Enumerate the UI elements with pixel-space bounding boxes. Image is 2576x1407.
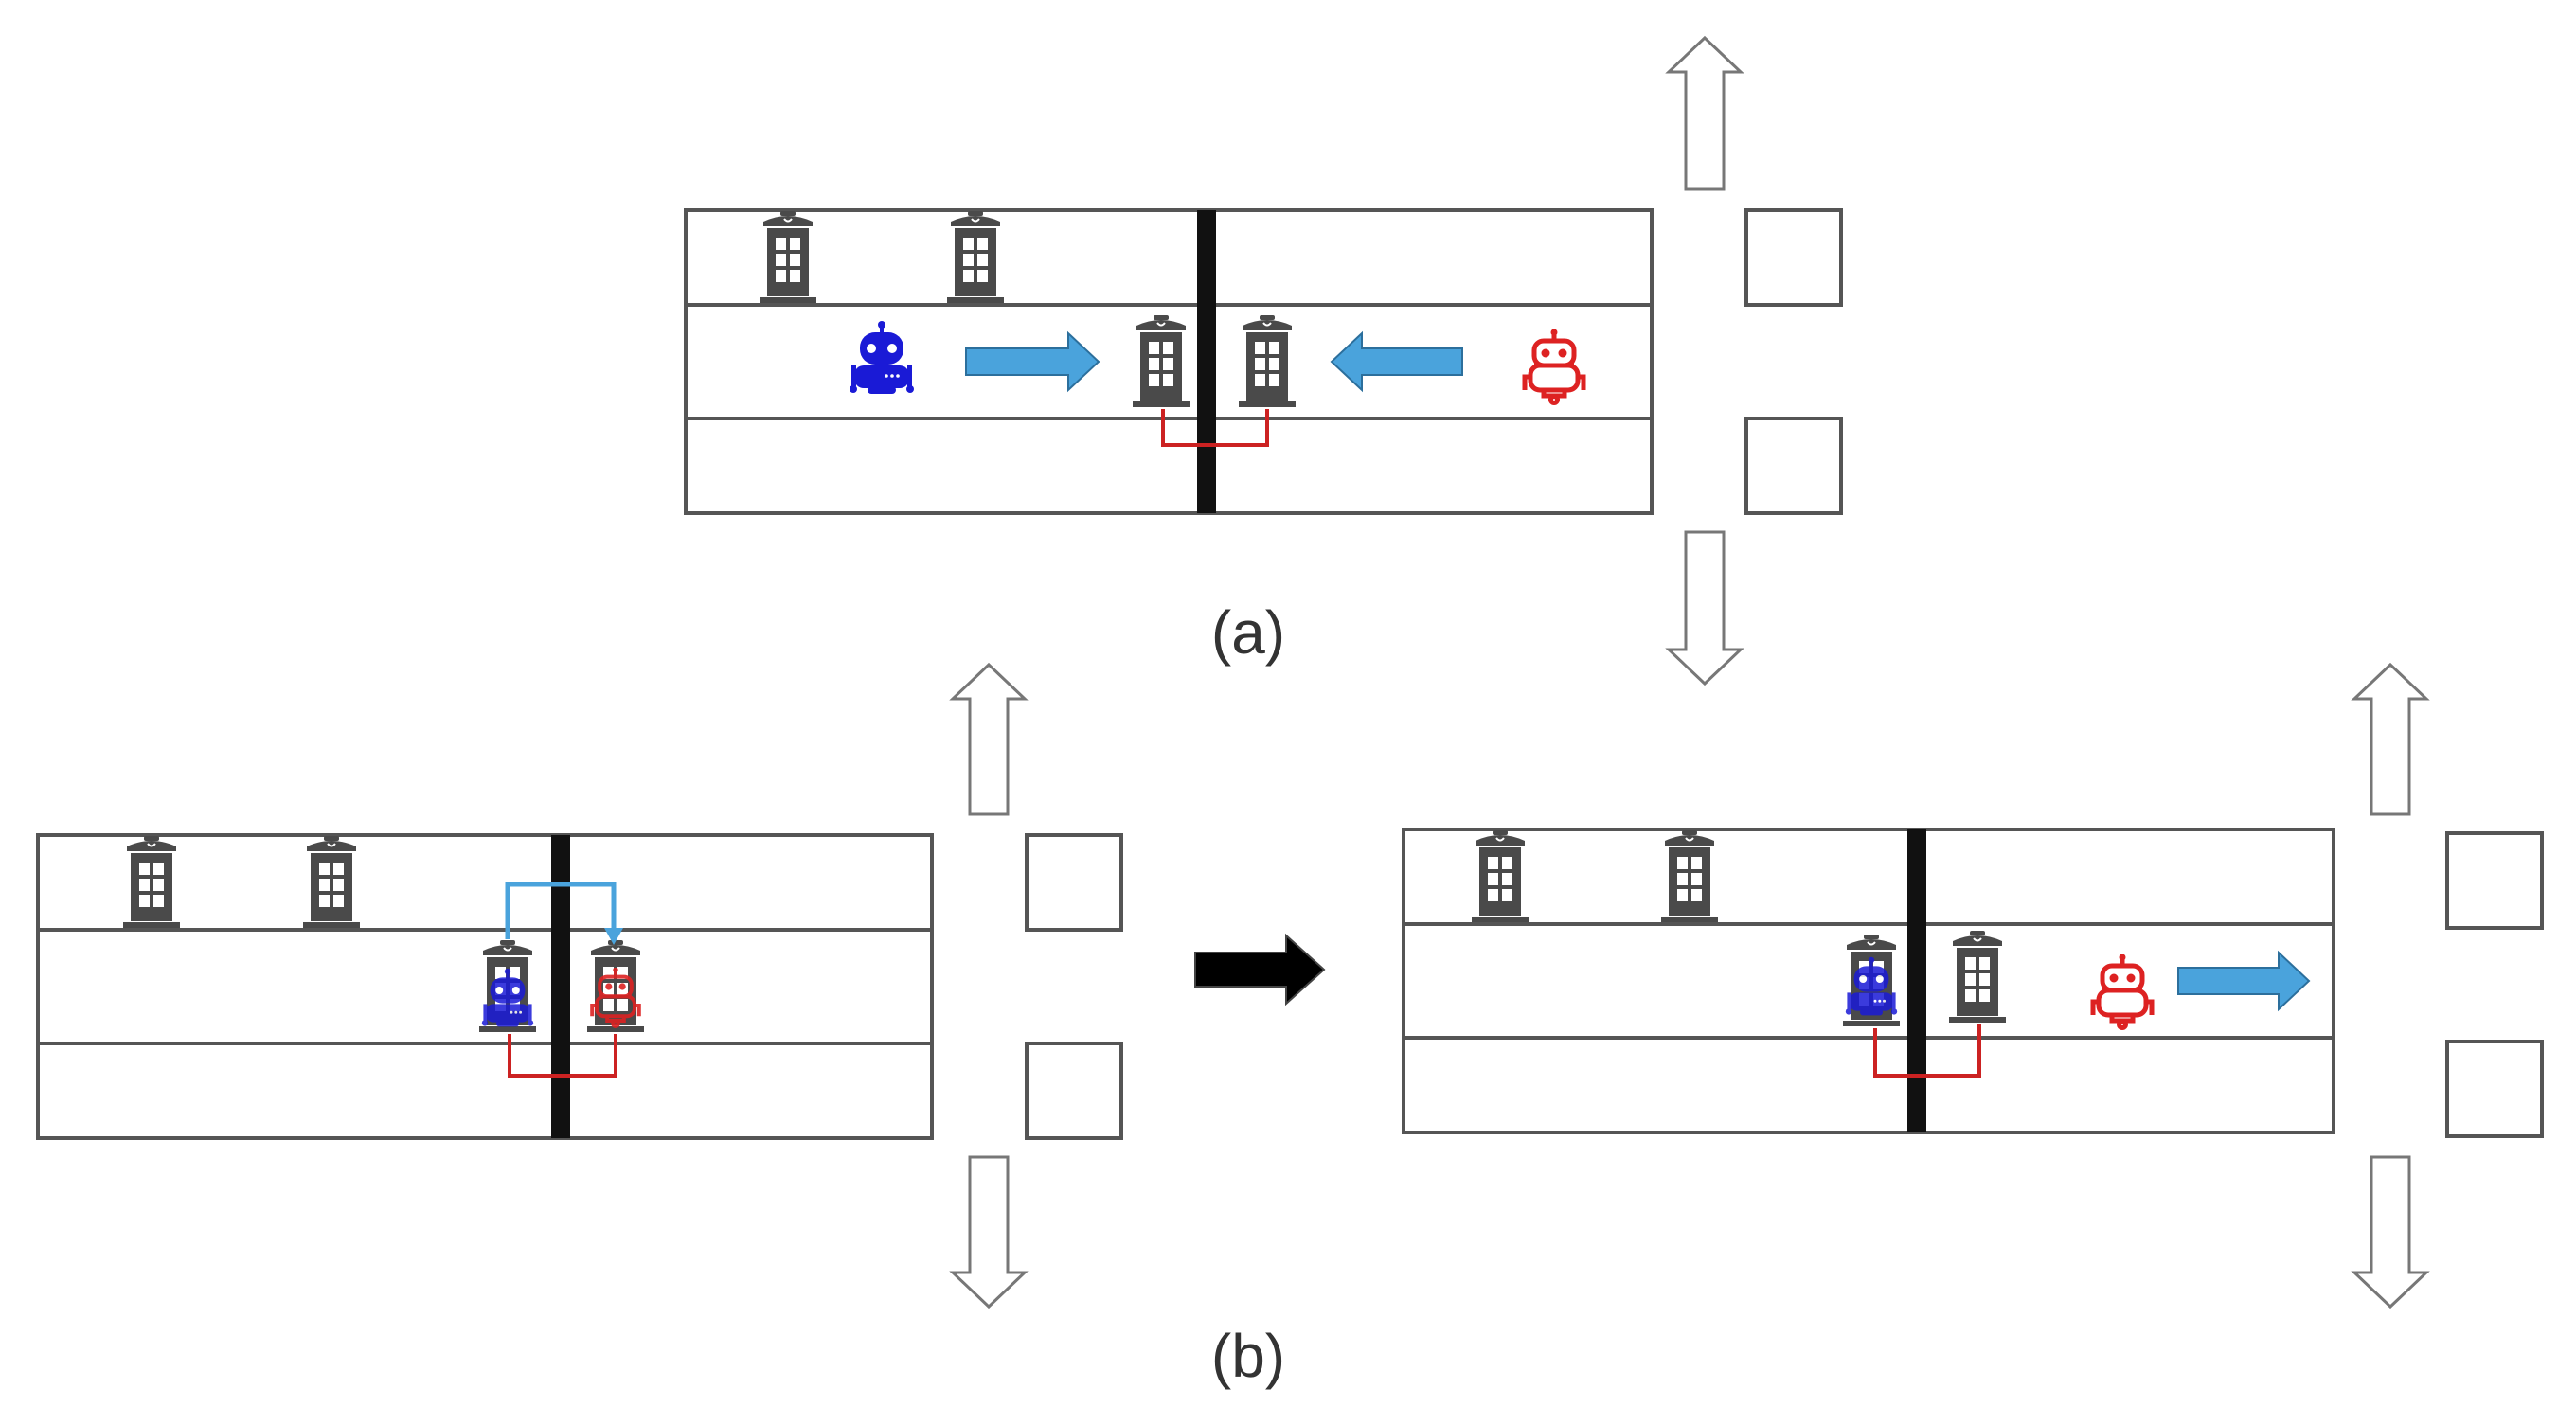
corridor-opening — [934, 824, 1025, 1149]
barrier — [1197, 210, 1216, 513]
phone-booth-icon — [122, 835, 181, 929]
panel-b-label: (b) — [1211, 1322, 1285, 1390]
corridor-walls — [1402, 828, 2544, 1138]
robot-blue-icon — [850, 321, 914, 394]
phone-booth-icon — [302, 835, 361, 929]
phone-booth-icon — [1660, 829, 1719, 923]
corridor-walls — [684, 208, 1843, 515]
link-line — [1873, 1024, 1981, 1078]
move-arrow-icon — [1330, 330, 1463, 393]
exit-down-arrow-icon — [1665, 530, 1744, 686]
link-line — [1161, 409, 1269, 447]
exit-up-arrow-icon — [1665, 35, 1744, 191]
link-line — [508, 1034, 617, 1078]
swap-arrow-head — [604, 928, 623, 945]
swap-arrow — [505, 882, 617, 939]
phone-booth-icon — [1238, 314, 1297, 408]
barrier — [551, 835, 570, 1138]
robot-red-icon — [2093, 954, 2152, 1028]
phone-booth-icon — [759, 210, 817, 304]
move-arrow-icon — [2177, 950, 2311, 1012]
corridor-opening — [1654, 199, 1744, 525]
panel-b-left — [36, 662, 1123, 1309]
panel-a-label: (a) — [1211, 598, 1285, 667]
exit-up-arrow-icon — [2351, 662, 2430, 816]
exit-down-arrow-icon — [949, 1155, 1029, 1309]
robot-red-icon — [1525, 329, 1583, 403]
exit-down-arrow-icon — [2351, 1155, 2430, 1309]
phone-booth-icon — [946, 210, 1005, 304]
phone-booth-icon — [1132, 314, 1190, 408]
panel-b-right — [1402, 662, 2544, 1309]
phone-booth-icon — [1471, 829, 1530, 923]
panel-a: (a) — [684, 35, 1843, 686]
exit-up-arrow-icon — [949, 662, 1029, 816]
move-arrow-icon — [965, 330, 1100, 393]
transition-arrow-icon — [1194, 933, 1326, 1006]
phone-booth-icon — [586, 939, 645, 1033]
phone-booth-icon — [1948, 930, 2007, 1024]
barrier — [1907, 829, 1926, 1132]
corridor-opening — [2335, 818, 2445, 1144]
corridor-walls — [36, 833, 1123, 1140]
